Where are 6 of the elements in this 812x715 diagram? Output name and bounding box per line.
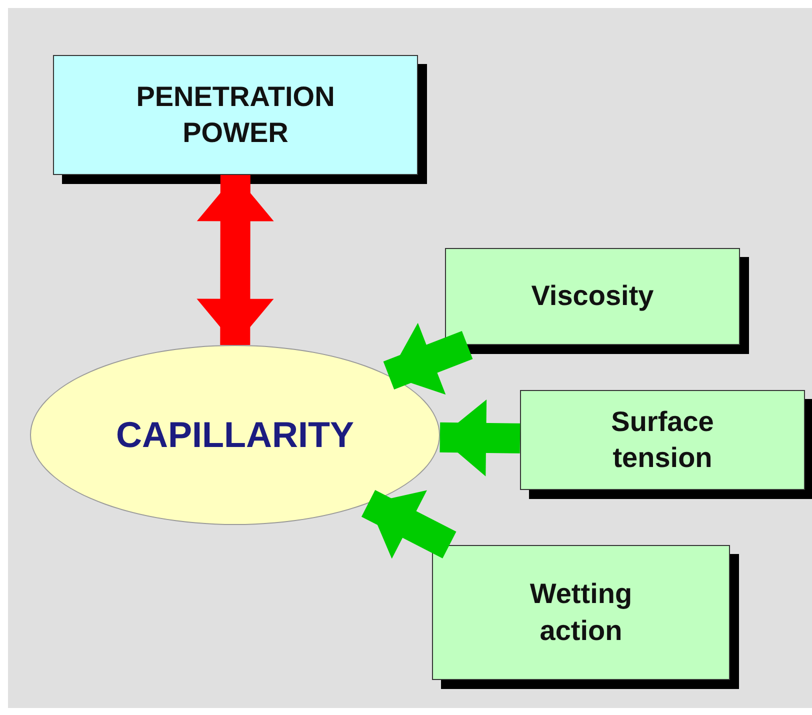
node-label: PENETRATION POWER — [135, 80, 336, 150]
node-label: Viscosity — [530, 279, 655, 314]
block-arrow — [196, 175, 274, 346]
node-label: Surface tension — [610, 404, 715, 475]
node-label: Wetting action — [528, 577, 634, 648]
node-label: CAPILLARITY — [116, 414, 354, 456]
